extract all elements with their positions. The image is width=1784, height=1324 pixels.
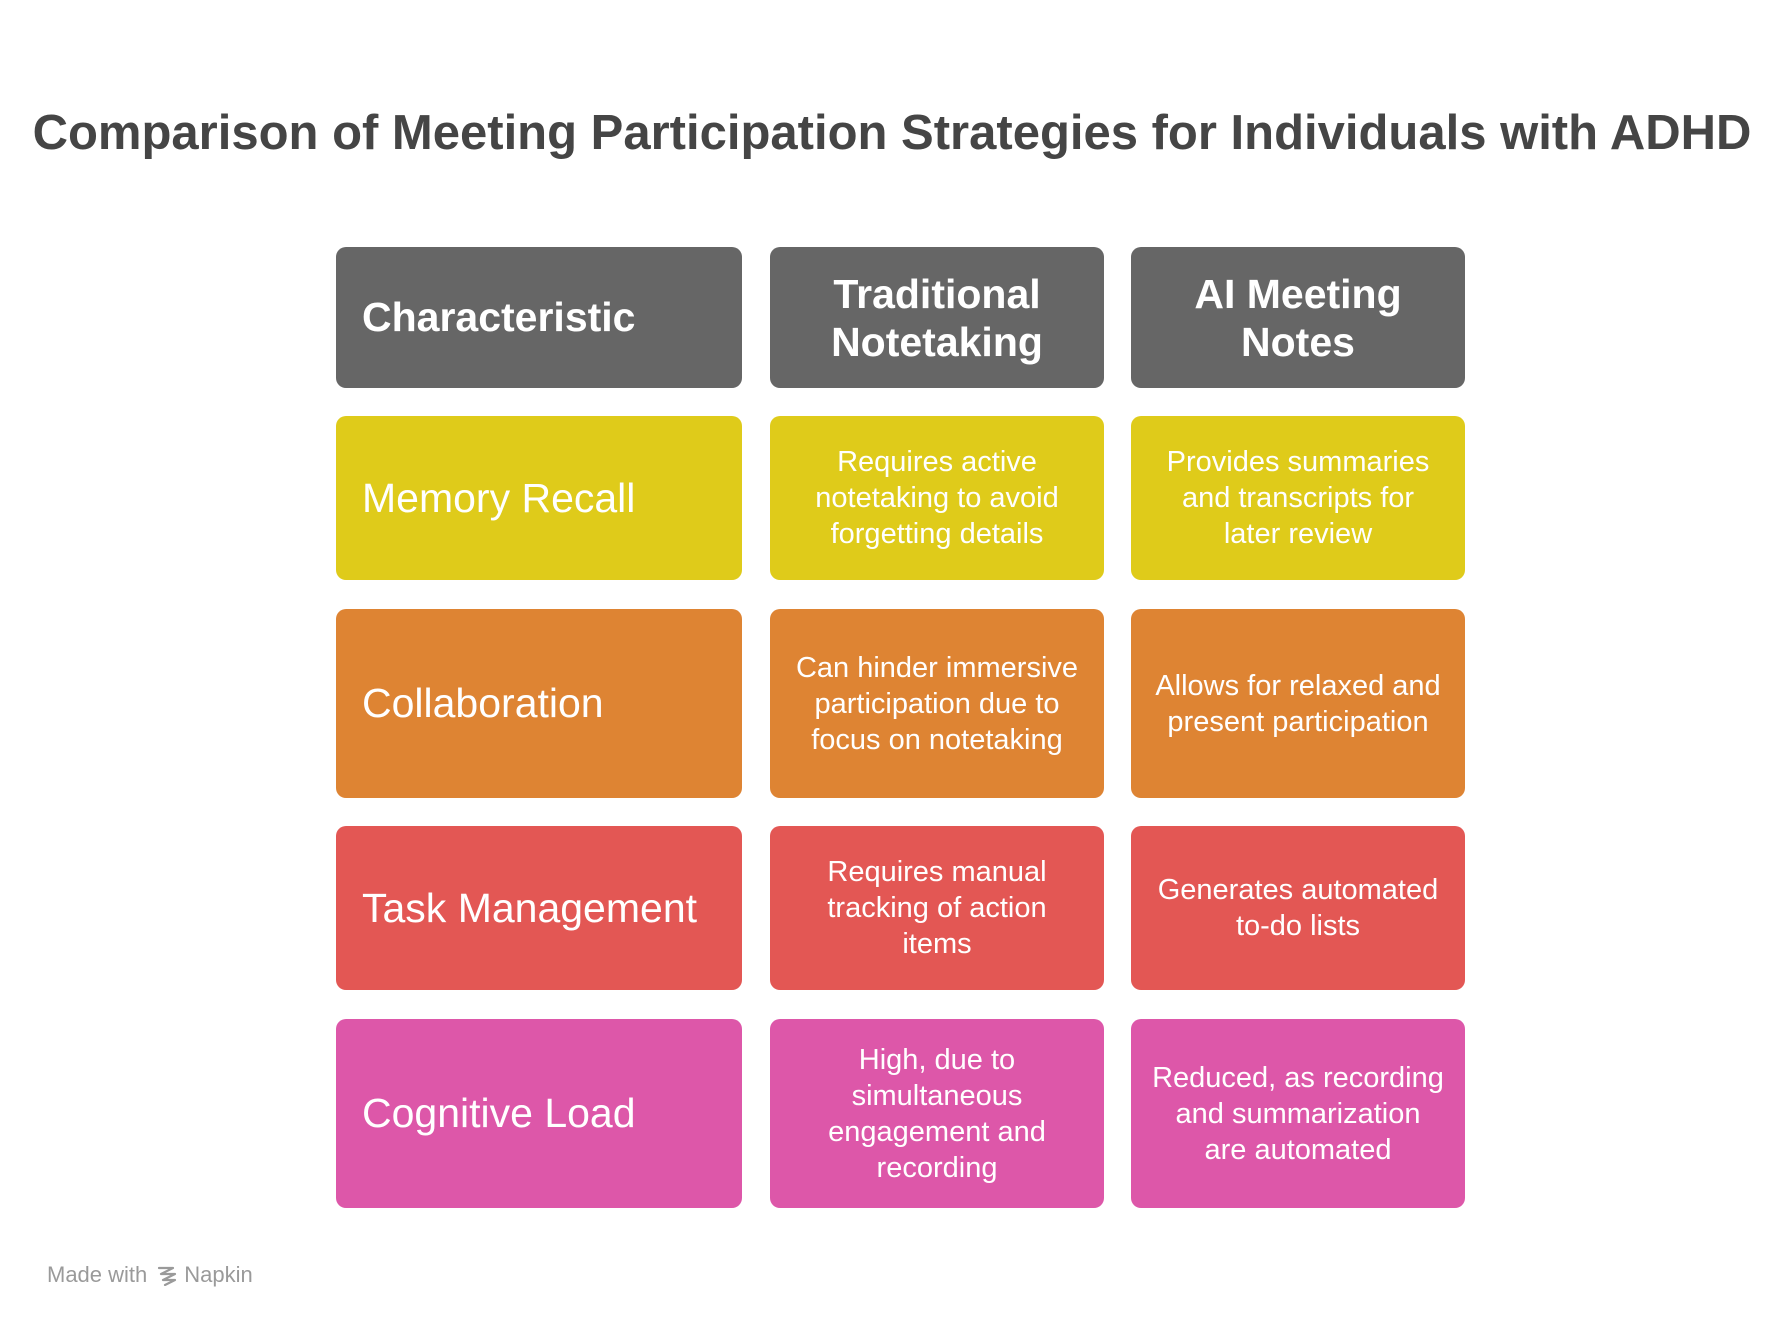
napkin-logo-icon <box>156 1264 178 1287</box>
row-label-text: Memory Recall <box>362 474 636 521</box>
row-label-text: Task Management <box>362 884 698 931</box>
cell-collaboration-traditional: Can hinder immersive participation due t… <box>770 609 1104 798</box>
cell-text: Reduced, as recording and summarization … <box>1152 1061 1444 1166</box>
cell-task-management-traditional: Requires manual tracking of action items <box>770 826 1104 990</box>
cell-collaboration-ai: Allows for relaxed and present participa… <box>1131 609 1465 798</box>
cell-text: Requires active notetaking to avoid forg… <box>815 446 1059 550</box>
row-label-memory-recall: Memory Recall <box>336 416 742 580</box>
header-characteristic: Characteristic <box>336 247 742 388</box>
header-traditional-notetaking: Traditional Notetaking <box>770 247 1104 388</box>
diagram-title: Comparison of Meeting Participation Stra… <box>32 106 1752 160</box>
header-ai-meeting-notes: AI Meeting Notes <box>1131 247 1465 388</box>
row-label-text: Cognitive Load <box>362 1090 636 1136</box>
cell-text: High, due to simultaneous engagement and… <box>828 1043 1046 1184</box>
row-label-task-management: Task Management <box>336 826 742 990</box>
cell-text: Can hinder immersive participation due t… <box>795 651 1079 756</box>
cell-memory-recall-ai: Provides summaries and transcripts for l… <box>1131 416 1465 580</box>
cell-cognitive-load-traditional: High, due to simultaneous engagement and… <box>770 1019 1104 1208</box>
cell-memory-recall-traditional: Requires active notetaking to avoid forg… <box>770 416 1104 580</box>
cell-text: Allows for relaxed and present participa… <box>1155 669 1441 738</box>
cell-cognitive-load-ai: Reduced, as recording and summarization … <box>1131 1019 1465 1208</box>
cell-task-management-ai: Generates automated to-do lists <box>1131 826 1465 990</box>
made-with-text: Made with <box>47 1262 148 1287</box>
header-ai-label: AI Meeting Notes <box>1194 270 1402 365</box>
made-with-napkin-footer[interactable]: Made with Napkin <box>47 1262 253 1288</box>
cell-text: Requires manual tracking of action items <box>827 856 1047 960</box>
header-traditional-label: Traditional Notetaking <box>831 270 1043 365</box>
cell-text: Provides summaries and transcripts for l… <box>1166 446 1430 550</box>
row-label-collaboration: Collaboration <box>336 609 742 798</box>
row-label-cognitive-load: Cognitive Load <box>336 1019 742 1208</box>
cell-text: Generates automated to-do lists <box>1157 874 1439 942</box>
row-label-text: Collaboration <box>362 680 604 726</box>
napkin-brand-text: Napkin <box>184 1262 253 1287</box>
header-characteristic-label: Characteristic <box>362 294 636 340</box>
